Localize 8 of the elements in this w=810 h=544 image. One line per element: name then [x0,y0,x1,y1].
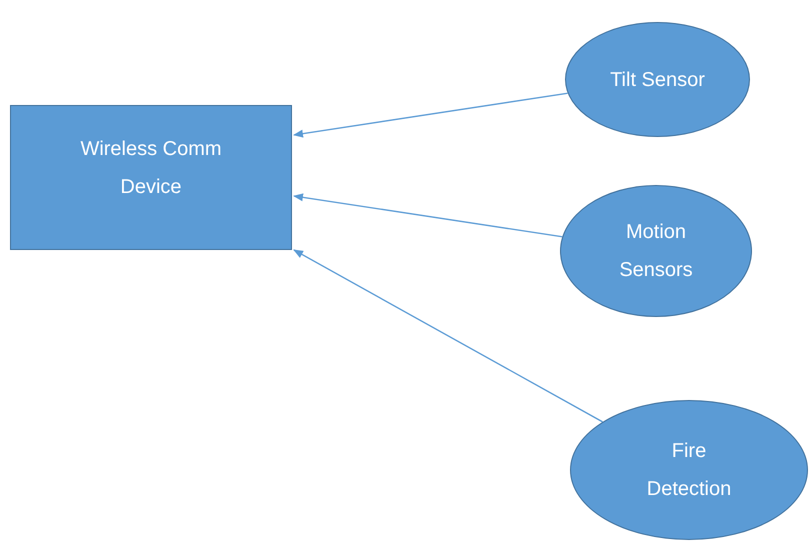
node-label: Motion Sensors [618,220,694,283]
node-label: Wireless Comm Device [79,137,223,200]
node-label: Tilt Sensor [610,68,705,92]
node-label: Fire Detection [646,439,732,502]
arrow [293,193,562,238]
arrow [293,249,603,422]
arrow [293,92,568,138]
device-box [10,105,292,250]
